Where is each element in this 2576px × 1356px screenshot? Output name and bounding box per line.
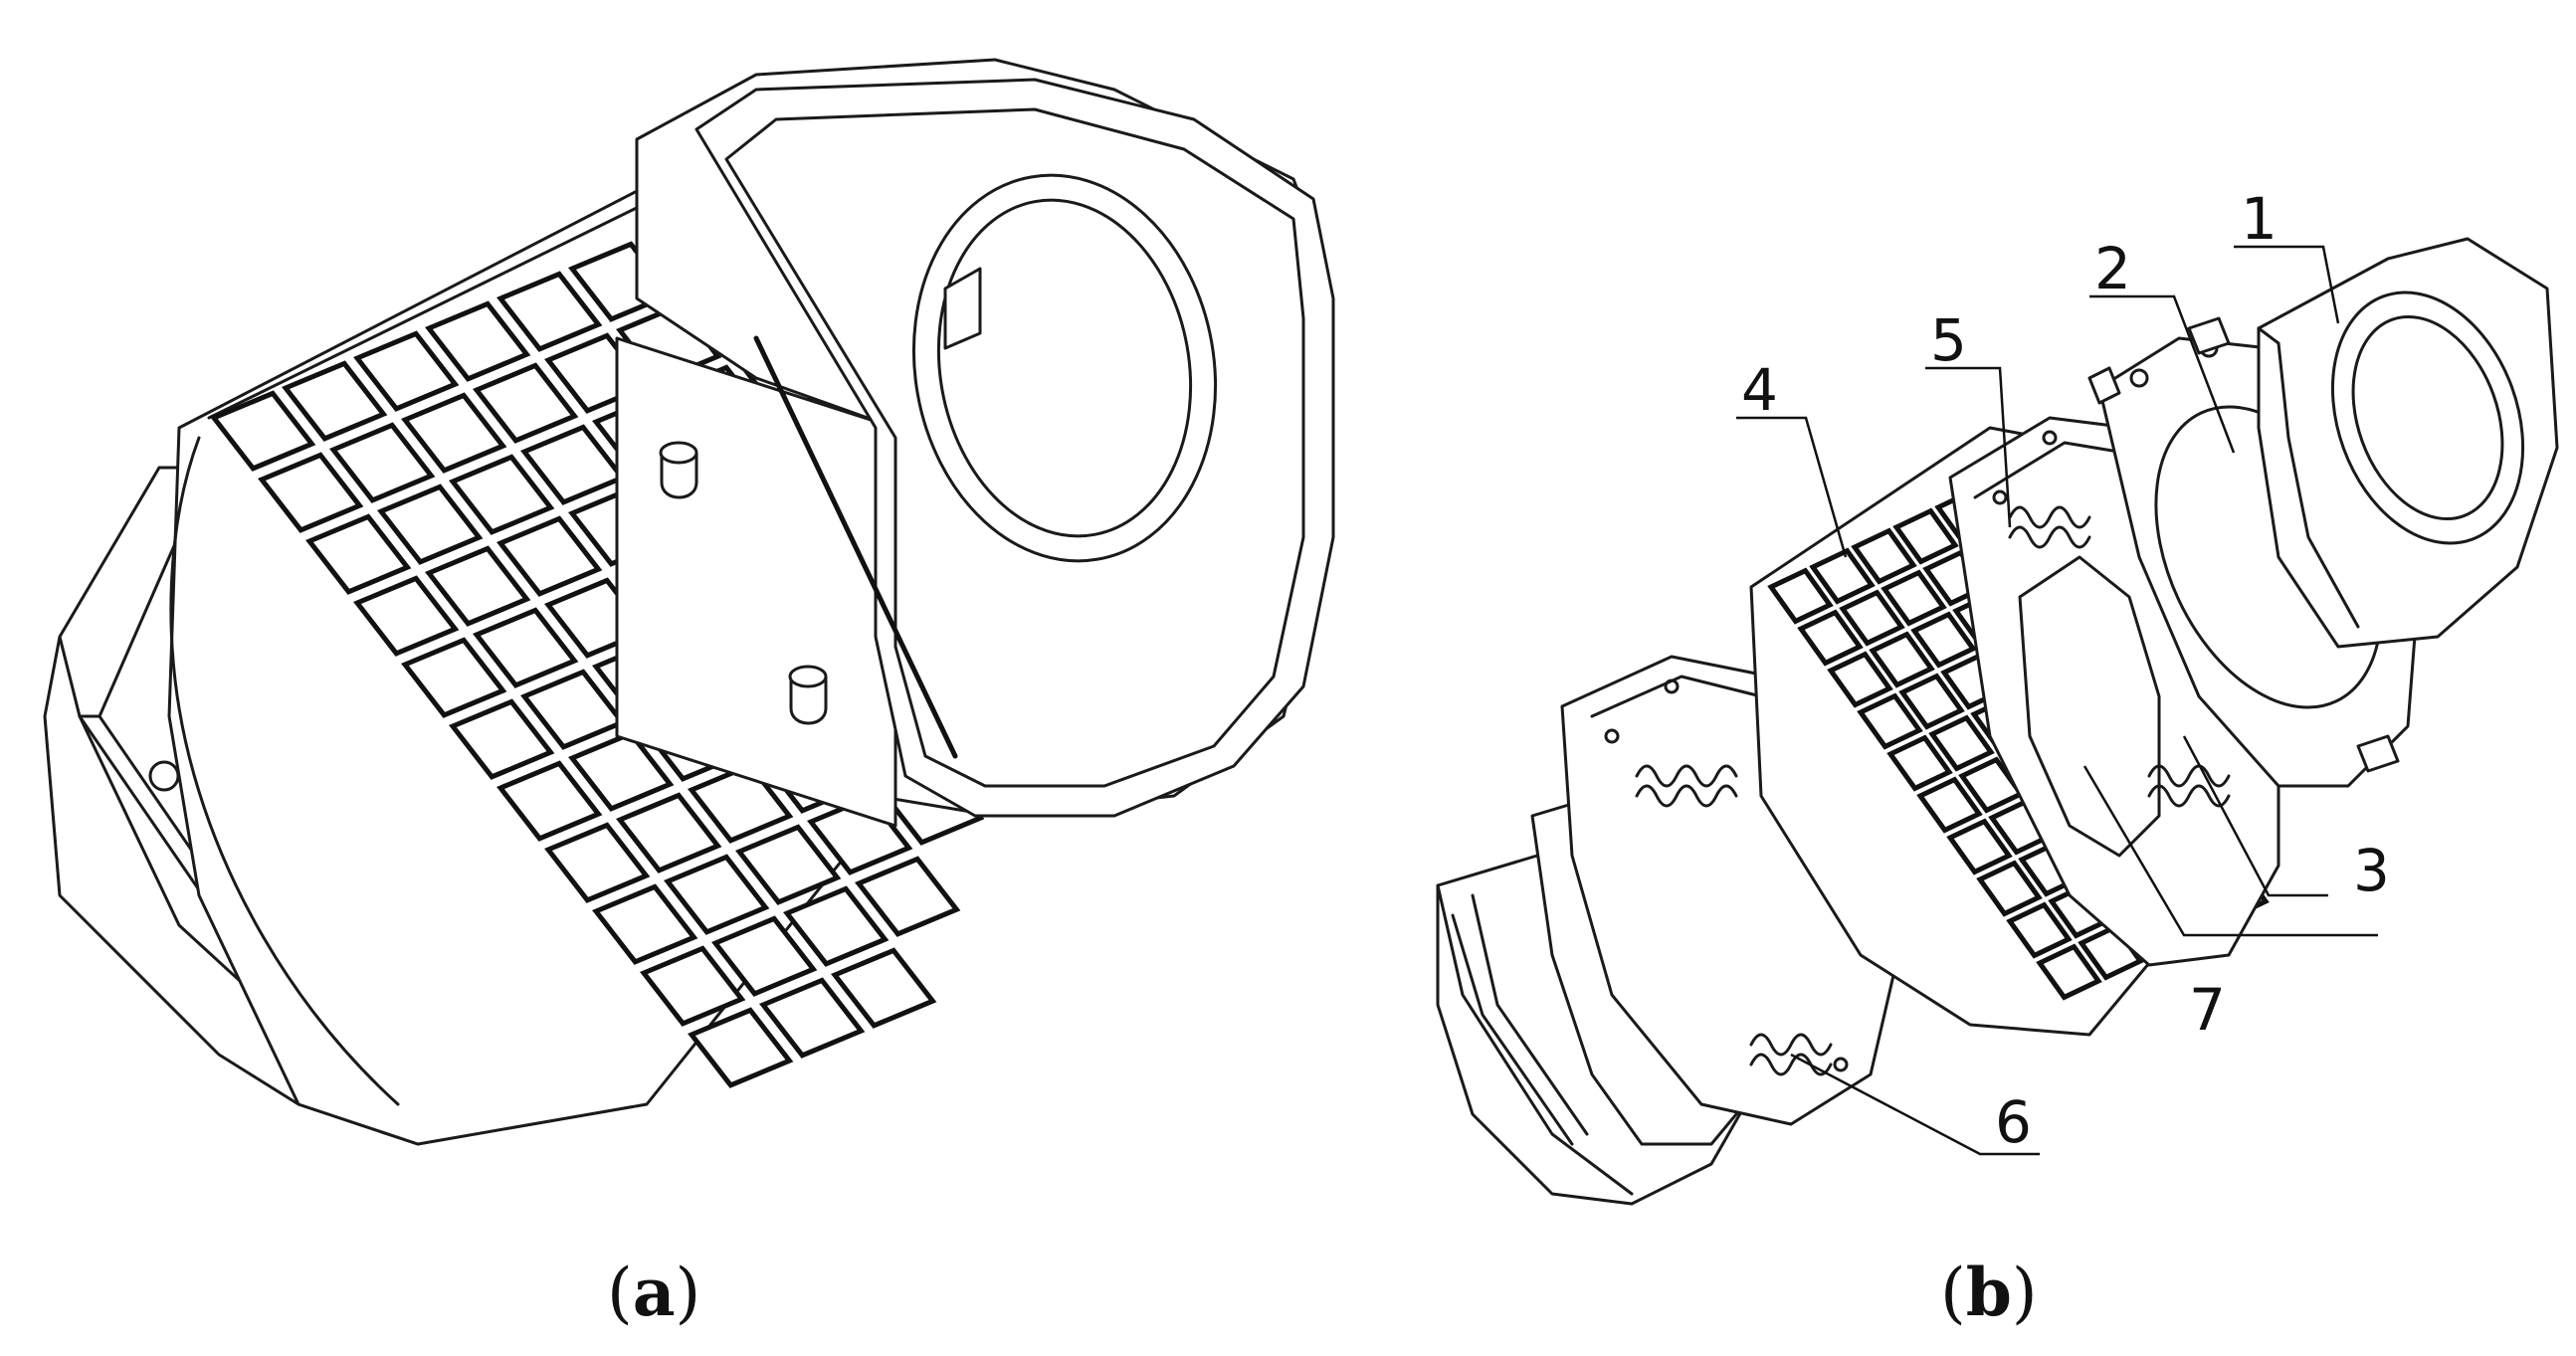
callout-1: 1 bbox=[2241, 185, 2278, 253]
callout-4: 4 bbox=[1741, 356, 1778, 424]
panel-label-a: (a) bbox=[607, 1254, 700, 1331]
callout-5: 5 bbox=[1930, 306, 1967, 374]
panel-b-callouts: 1 2 3 4 5 6 7 bbox=[1741, 185, 2390, 1156]
diamond-tile bbox=[2036, 943, 2102, 1001]
diamond-tile bbox=[353, 330, 460, 412]
diamond-tile bbox=[2078, 923, 2144, 981]
diamond-tile bbox=[1857, 692, 1923, 750]
diamond-tile bbox=[1809, 547, 1876, 605]
diamond-tile bbox=[831, 947, 937, 1029]
diamond-tile bbox=[1767, 567, 1834, 625]
diamond-tile bbox=[640, 945, 746, 1027]
diamond-tile bbox=[305, 513, 412, 595]
diamond-tile bbox=[425, 545, 531, 627]
diamond-tile bbox=[282, 360, 388, 442]
diamond-tile bbox=[329, 422, 436, 503]
callout-3: 3 bbox=[2353, 837, 2390, 904]
diamond-tile bbox=[353, 575, 460, 657]
diamond-tile bbox=[1839, 589, 1905, 647]
diamond-tile bbox=[2006, 901, 2073, 959]
diamond-tile bbox=[1928, 714, 1995, 772]
diamond-tile bbox=[544, 822, 651, 903]
diamond-tile bbox=[1827, 651, 1893, 708]
diamond-tile bbox=[496, 760, 603, 842]
diamond-tile bbox=[425, 300, 531, 382]
panel-a-bolt bbox=[788, 665, 828, 725]
diamond-tile bbox=[1797, 609, 1864, 667]
diamond-tile bbox=[783, 885, 890, 967]
diamond-tile bbox=[496, 271, 603, 352]
diamond-tile bbox=[210, 390, 316, 472]
diamond-tile bbox=[449, 454, 555, 535]
diamond-tile bbox=[759, 977, 866, 1059]
diamond-tile bbox=[568, 730, 675, 812]
diamond-tile bbox=[1916, 776, 1983, 834]
panel-b-spring bbox=[1749, 1033, 1833, 1076]
diamond-tile bbox=[855, 856, 961, 937]
diamond-tile bbox=[1851, 527, 1917, 585]
panel-b-spring bbox=[2147, 764, 2231, 808]
diamond-tile bbox=[735, 824, 842, 905]
panel-label-b: (b) bbox=[1940, 1254, 2038, 1331]
diamond-tile bbox=[401, 637, 507, 718]
panel-b-leader-lines bbox=[1736, 245, 2378, 1156]
diamond-tile bbox=[1881, 569, 1947, 627]
diamond-tile bbox=[1886, 734, 1953, 792]
diamond-tile bbox=[616, 792, 722, 873]
diamond-tile bbox=[1869, 631, 1935, 688]
diamond-tile bbox=[449, 698, 555, 780]
panel-b-spring bbox=[2008, 505, 2091, 549]
panel-a-drawing bbox=[43, 58, 1335, 1146]
panel-a-front-flange bbox=[615, 58, 1335, 828]
diamond-tile bbox=[473, 607, 579, 688]
diamond-tile bbox=[664, 854, 770, 935]
callout-2: 2 bbox=[2094, 235, 2131, 302]
diamond-tile bbox=[592, 883, 698, 965]
panel-b-spring bbox=[1635, 764, 1738, 808]
diamond-tile bbox=[496, 515, 603, 597]
panel-b-end-cap bbox=[2257, 237, 2559, 649]
diamond-tile bbox=[258, 452, 364, 533]
diamond-tile bbox=[401, 392, 507, 474]
diamond-tile bbox=[688, 1007, 794, 1088]
diamond-tile bbox=[1976, 860, 2043, 917]
diamond-tile bbox=[1898, 673, 1965, 730]
diamond-tile bbox=[377, 484, 484, 565]
callout-6: 6 bbox=[1995, 1088, 2032, 1156]
panel-b-drawing: 1 2 3 4 5 6 7 bbox=[1436, 185, 2559, 1206]
panel-a-bolt bbox=[659, 441, 698, 499]
diamond-tile bbox=[473, 362, 579, 444]
diamond-tile bbox=[1946, 818, 2013, 875]
diamond-tile bbox=[711, 915, 818, 997]
diamond-tile bbox=[1910, 611, 1977, 669]
callout-7: 7 bbox=[2189, 976, 2226, 1044]
diamond-tile bbox=[1892, 507, 1959, 565]
